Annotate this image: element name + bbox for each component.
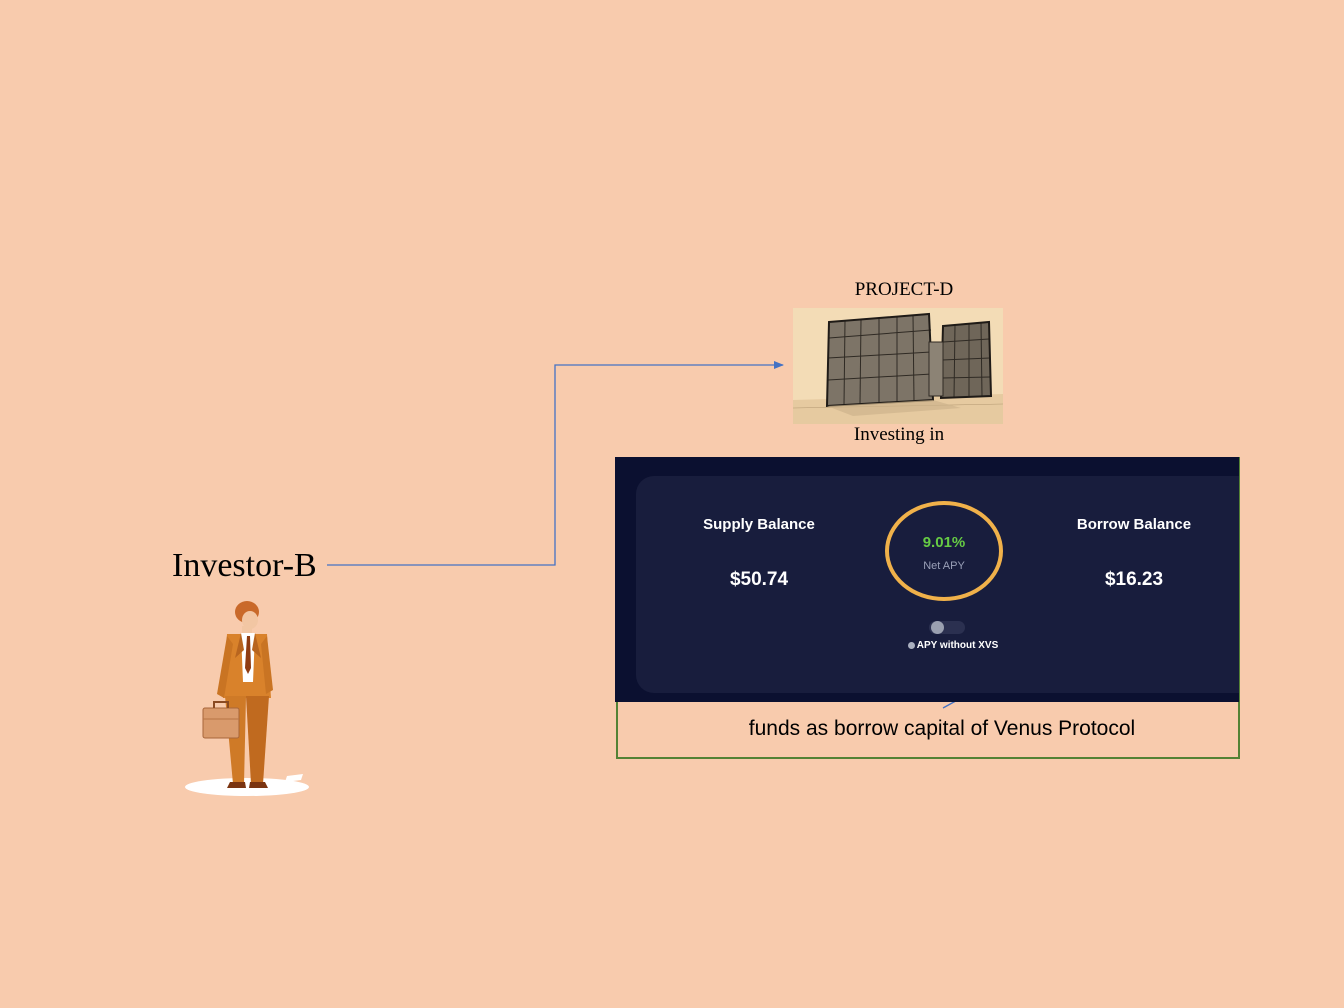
borrow-balance-value: $16.23 [1104,569,1164,590]
venus-dashboard: Supply Balance $50.74 9.01% Net APY APY … [615,457,1239,702]
supply-balance-heading: Supply Balance [703,516,815,533]
supply-balance-value: $50.74 [729,569,789,590]
project-title: PROJECT-D [854,279,954,300]
investor-label: Investor-B [172,547,317,584]
building-sketch-icon [793,308,1003,424]
investing-in-label: Investing in [853,424,945,445]
apy-xvs-toggle[interactable] [929,621,965,634]
xvs-coin-icon [907,642,915,649]
dashboard-card: Supply Balance $50.74 9.01% Net APY APY … [636,476,1239,693]
net-apy-ring: 9.01% Net APY [885,501,1003,601]
businessman-with-briefcase-icon [185,601,309,796]
net-apy-value: 9.01% [922,534,966,551]
funds-caption: funds as borrow capital of Venus Protoco… [748,717,1136,740]
apy-without-xvs-label: APY without XVS [888,640,1018,652]
borrow-balance-heading: Borrow Balance [1076,516,1192,533]
toggle-knob [931,621,944,634]
net-apy-label: Net APY [923,560,965,572]
apy-without-xvs-text: APY without XVS [916,640,999,651]
